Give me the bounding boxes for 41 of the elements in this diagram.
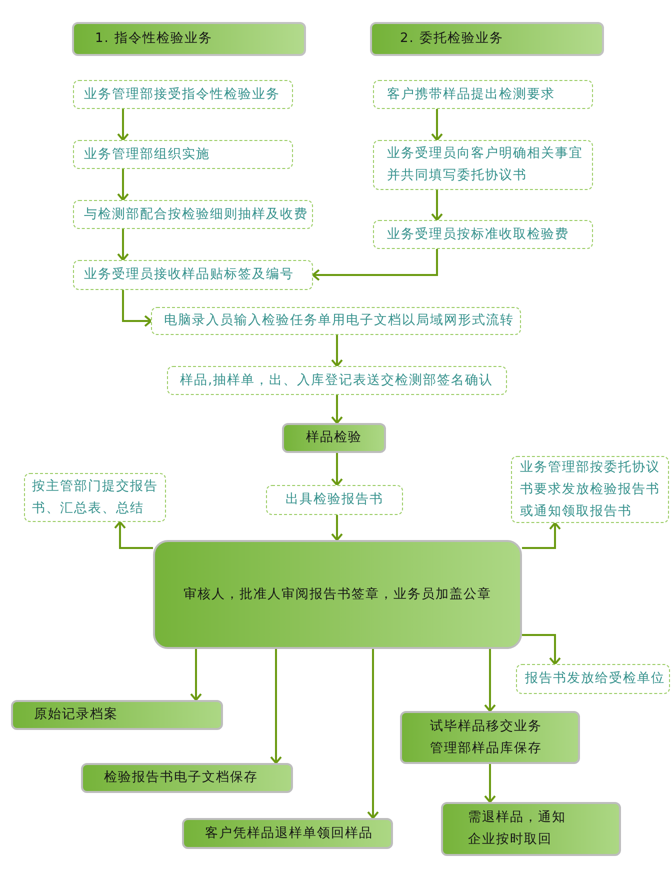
arrow — [270, 649, 282, 764]
header-box: 2. 委托检验业务 — [370, 22, 604, 56]
arrow — [122, 290, 152, 327]
process-box: 业务管理部组织实施 — [73, 140, 293, 169]
process-box: 业务受理员按标准收取检验费 — [373, 220, 593, 249]
process-box: 与检测部配合按检验细则抽样及收费 — [73, 200, 313, 229]
process-box: 审核人，批准人审阅报告书签章，业务员加盖公章 — [153, 540, 522, 649]
process-box: 业务管理部接受指令性检验业务 — [73, 80, 293, 109]
process-box: 电脑录入员输入检验任务单用电子文档以局域网形式流转 — [151, 307, 521, 335]
arrow — [431, 190, 443, 221]
process-box: 按主管部门提交报告书、汇总表、总结 — [24, 473, 166, 522]
header-box: 1. 指令性检验业务 — [72, 22, 306, 56]
process-box: 业务受理员向客户明确相关事宜并共同填写委托协议书 — [373, 140, 593, 190]
process-box: 样品检验 — [282, 423, 386, 453]
process-box: 报告书发放给受检单位 — [516, 664, 670, 694]
arrow — [331, 395, 343, 424]
process-box: 客户凭样品退样单领回样品 — [182, 818, 393, 849]
arrow — [190, 649, 202, 701]
arrow — [331, 515, 343, 541]
process-box: 业务受理员接收样品贴标签及编号 — [73, 260, 313, 290]
arrow — [484, 649, 496, 712]
process-box: 试毕样品移交业务管理部样品库保存 — [400, 711, 580, 764]
arrow — [484, 764, 496, 803]
arrow — [117, 169, 129, 201]
arrow — [117, 109, 129, 141]
arrow — [431, 109, 443, 141]
arrow — [367, 649, 379, 819]
process-box: 需退样品，通知企业按时取回 — [441, 802, 621, 856]
arrow — [117, 229, 129, 261]
process-box: 样品,抽样单，出、入库登记表送交检测部签名确认 — [167, 366, 507, 395]
arrow — [114, 521, 153, 549]
arrow — [522, 634, 561, 665]
process-box: 原始记录档案 — [11, 700, 223, 730]
process-box: 客户携带样品提出检测要求 — [373, 80, 593, 109]
arrow — [331, 335, 343, 367]
process-box: 检验报告书电子文档保存 — [81, 763, 293, 793]
process-box: 出具检验报告书 — [266, 485, 403, 515]
arrow — [312, 249, 438, 281]
process-box: 业务管理部按委托协议书要求发放检验报告书或通知领取报告书 — [511, 456, 669, 523]
arrow — [331, 453, 343, 486]
arrow — [522, 522, 561, 549]
